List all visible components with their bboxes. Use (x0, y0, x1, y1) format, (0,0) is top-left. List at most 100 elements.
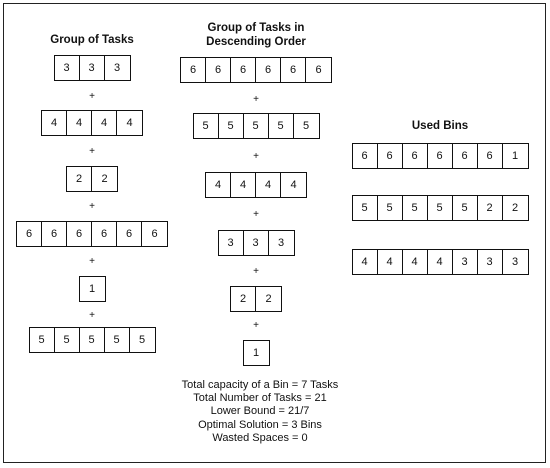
task-cell: 3 (55, 56, 80, 80)
task-cell: 5 (269, 114, 294, 138)
plus-sign: + (253, 151, 259, 162)
task-cell: 3 (80, 56, 105, 80)
task-cell: 5 (428, 196, 453, 220)
task-cell: 3 (219, 231, 244, 255)
plus-sign: + (89, 146, 95, 157)
task-cell: 5 (105, 328, 130, 352)
plus-sign: + (89, 91, 95, 102)
task-cell: 3 (244, 231, 269, 255)
task-cell: 6 (67, 222, 92, 246)
task-cell: 3 (478, 250, 503, 274)
task-cell: 6 (231, 58, 256, 82)
plus-sign: + (253, 94, 259, 105)
task-cell: 4 (92, 111, 117, 135)
task-cell: 6 (353, 144, 378, 168)
task-cell: 5 (138, 334, 146, 346)
task-cell: 6 (478, 144, 503, 168)
summary-line: Total Number of Tasks = 21 (193, 392, 327, 405)
plus-sign: + (253, 320, 259, 331)
summary-line: Total capacity of a Bin = 7 Tasks (181, 379, 339, 391)
group-title-3: Used Bins (340, 119, 540, 133)
group-title-2: Group of Tasks in Descending Order (156, 21, 356, 49)
task-cell: 5 (453, 196, 478, 220)
task-cell: 6 (428, 144, 453, 168)
task-cell: 5 (194, 114, 219, 138)
task-cell: 6 (453, 144, 478, 168)
task-row: 1 (242, 340, 270, 366)
plus-sign: + (253, 266, 259, 277)
task-cell: 6 (256, 58, 281, 82)
task-cell: 5 (55, 328, 80, 352)
task-cell: 1 (88, 283, 96, 295)
task-cell: 5 (403, 196, 428, 220)
task-row: 1 (78, 276, 106, 302)
group-title-line: Used Bins (411, 120, 469, 132)
task-cell: 6 (42, 222, 67, 246)
task-cell: 2 (265, 293, 272, 305)
task-cell: 2 (478, 196, 503, 220)
task-cell: 2 (511, 202, 519, 214)
task-cell: 6 (206, 58, 231, 82)
task-cell: 3 (113, 62, 121, 74)
task-cell: 2 (67, 167, 92, 191)
task-cell: 4 (256, 173, 281, 197)
task-cell: 4 (353, 250, 378, 274)
summary-line: Wasted Spaces = 0 (212, 431, 308, 444)
task-cell: 6 (315, 64, 322, 76)
summary-line: Optimal Solution = 3 Bins (198, 418, 322, 431)
task-cell: 6 (151, 228, 158, 240)
task-cell: 3 (277, 237, 285, 249)
summary-line: Lower Bound = 21/7 (210, 405, 310, 418)
group-title-line: Group of Tasks in (207, 22, 305, 34)
group-title-line: Group of Tasks (50, 34, 134, 46)
group-title-line: Descending Order (206, 36, 306, 48)
task-cell: 6 (17, 222, 42, 246)
task-cell: 5 (80, 328, 105, 352)
task-cell: 2 (231, 287, 256, 311)
task-cell: 1 (252, 347, 260, 359)
task-cell: 6 (181, 58, 206, 82)
task-cell: 6 (378, 144, 403, 168)
task-cell: 4 (42, 111, 67, 135)
task-cell: 4 (206, 173, 231, 197)
task-cell: 3 (511, 256, 519, 268)
task-cell: 4 (126, 117, 133, 129)
task-cell: 5 (353, 196, 378, 220)
task-cell: 5 (244, 114, 269, 138)
task-cell: 4 (403, 250, 428, 274)
task-cell: 2 (101, 173, 108, 185)
task-cell: 5 (30, 328, 55, 352)
task-cell: 4 (67, 111, 92, 135)
task-cell: 6 (403, 144, 428, 168)
task-cell: 5 (219, 114, 244, 138)
task-cell: 5 (378, 196, 403, 220)
diagram-frame (3, 3, 546, 463)
plus-sign: + (89, 256, 95, 267)
task-cell: 6 (281, 58, 306, 82)
task-cell: 5 (302, 120, 310, 132)
task-cell: 4 (428, 250, 453, 274)
task-cell: 4 (231, 173, 256, 197)
plus-sign: + (89, 310, 95, 321)
task-cell: 6 (117, 222, 142, 246)
group-title-1: Group of Tasks (0, 33, 192, 47)
task-cell: 6 (92, 222, 117, 246)
plus-sign: + (253, 209, 259, 220)
task-cell: 4 (378, 250, 403, 274)
task-cell: 4 (290, 179, 297, 191)
task-cell: 3 (453, 250, 478, 274)
